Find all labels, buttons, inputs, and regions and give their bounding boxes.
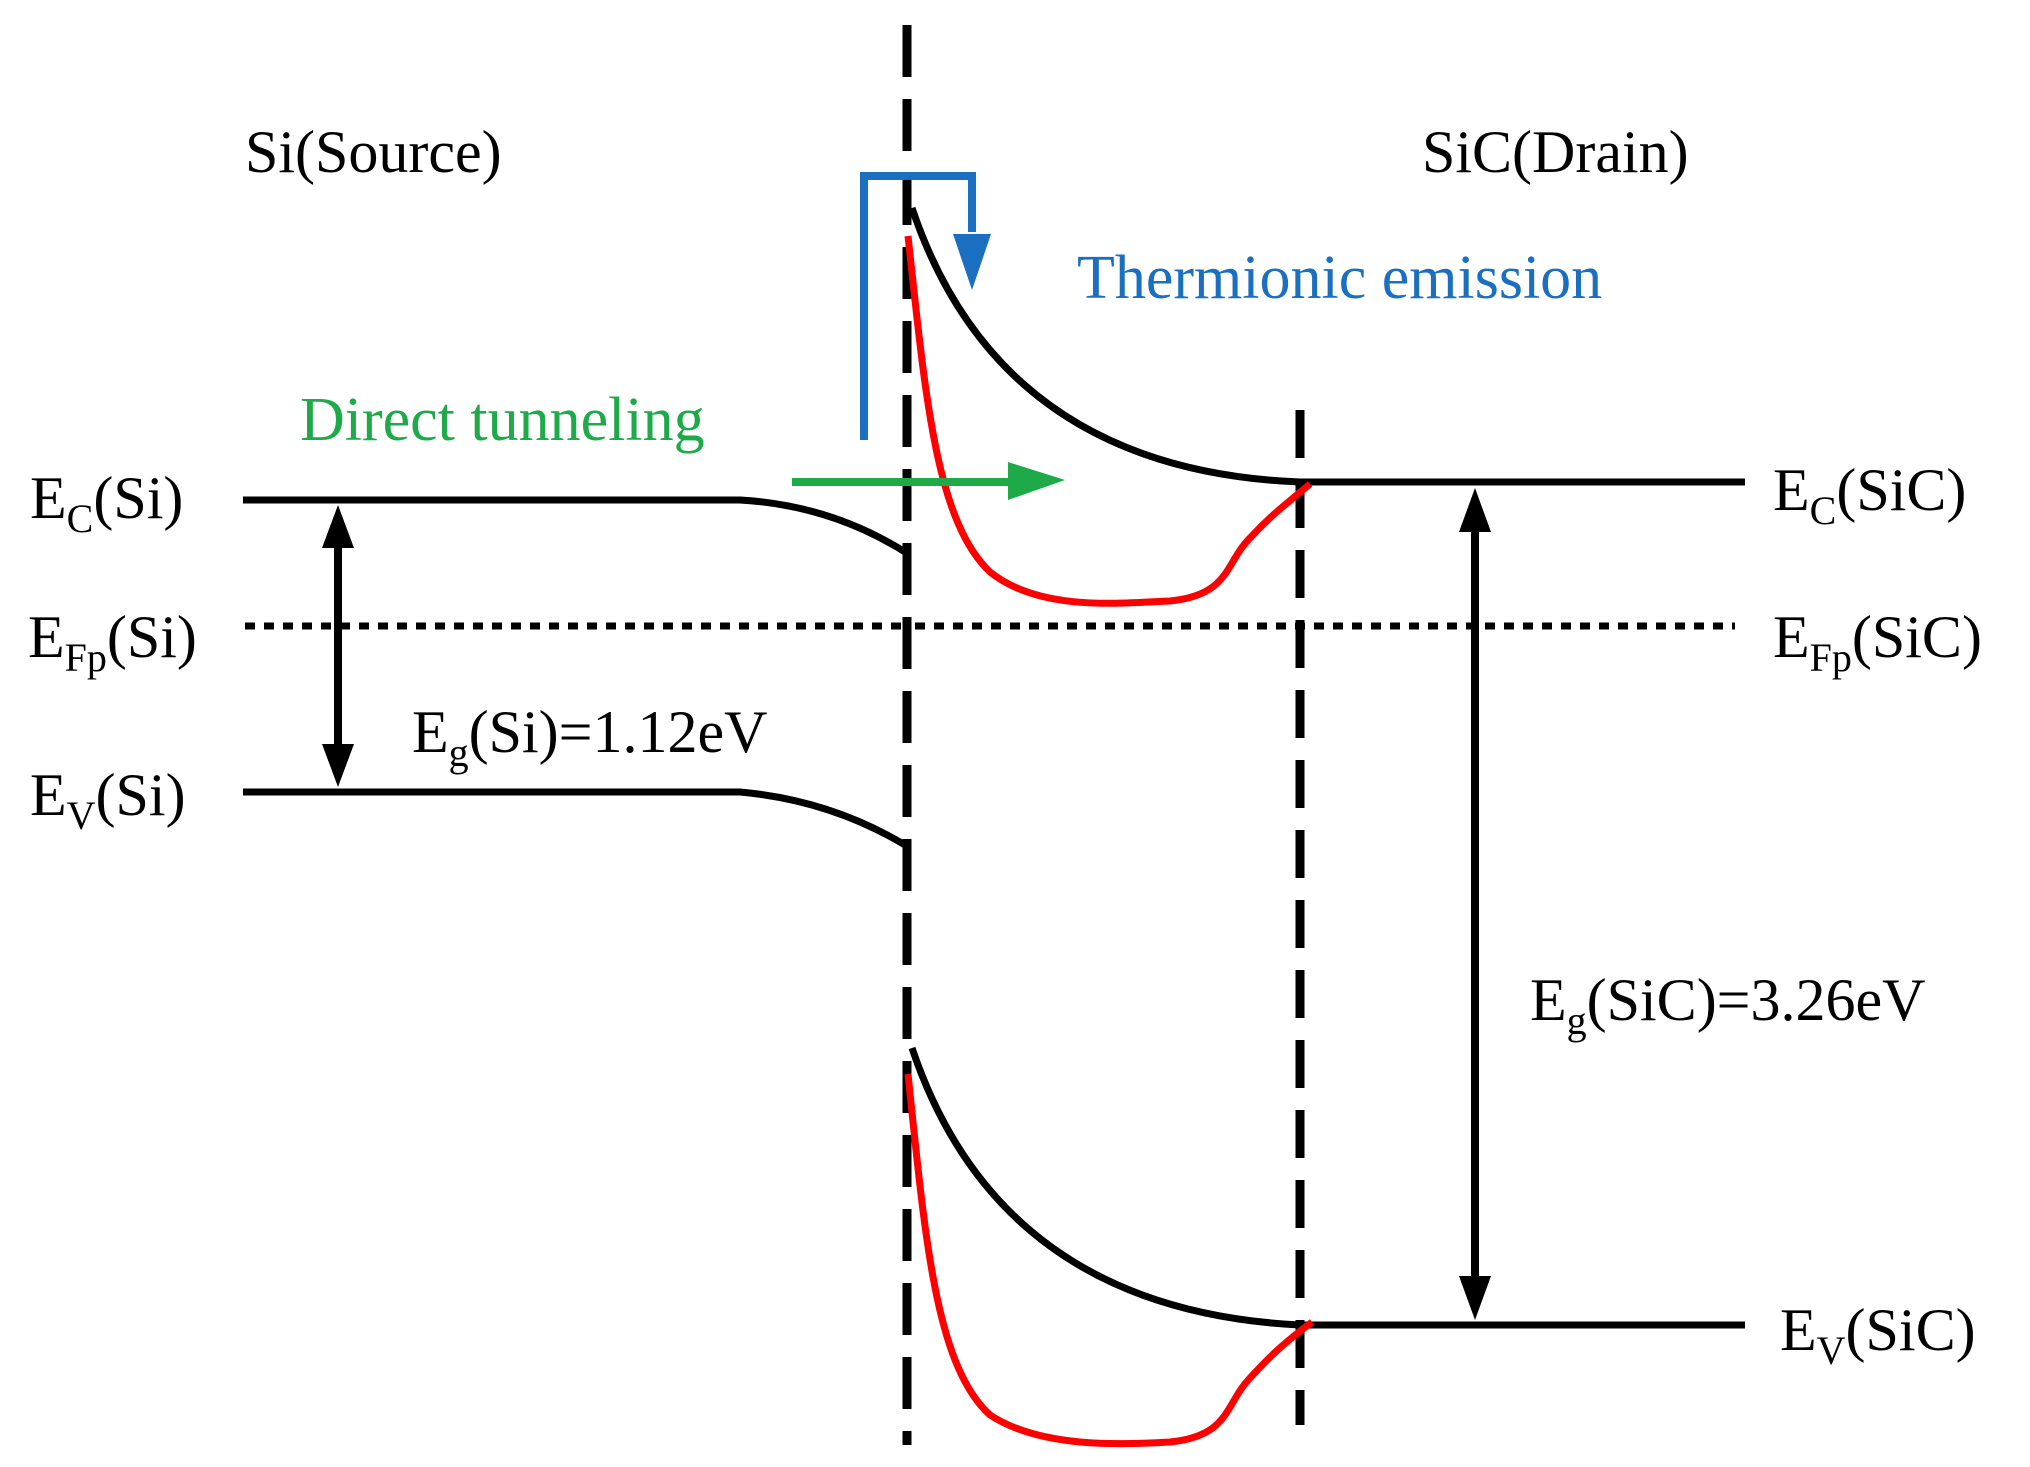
- sic-bandgap-arrow: [1459, 488, 1491, 1320]
- sic-conduction-band: [908, 206, 1745, 486]
- sic-bandgap-label: Eg(SiC)=3.26eV: [1530, 967, 1925, 1043]
- sic-ec-label: EC(SiC): [1773, 457, 1966, 533]
- source-region-label: Si(Source): [245, 119, 502, 185]
- bent-valence-band: [904, 1073, 1315, 1448]
- si-bandgap-arrow: [322, 505, 354, 787]
- direct-tunneling-arrow: [792, 462, 1065, 500]
- si-ec-label: EC(Si): [30, 465, 183, 541]
- si-ev-label: EV(Si): [30, 762, 186, 838]
- si-efp-label: EFp(Si): [28, 604, 197, 680]
- si-valence-band: [243, 788, 907, 849]
- drain-region-label: SiC(Drain): [1422, 119, 1689, 185]
- thermionic-emission-label: Thermionic emission: [1077, 244, 1602, 312]
- sic-ev-label: EV(SiC): [1780, 1297, 1976, 1373]
- thermionic-emission-arrow: [860, 172, 991, 440]
- si-conduction-band: [243, 496, 907, 555]
- si-bandgap-label: Eg(Si)=1.12eV: [412, 699, 767, 775]
- sic-valence-band: [908, 1046, 1745, 1329]
- direct-tunneling-label: Direct tunneling: [300, 386, 705, 454]
- sic-efp-label: EFp(SiC): [1773, 604, 1982, 680]
- bent-conduction-band: [904, 235, 1313, 607]
